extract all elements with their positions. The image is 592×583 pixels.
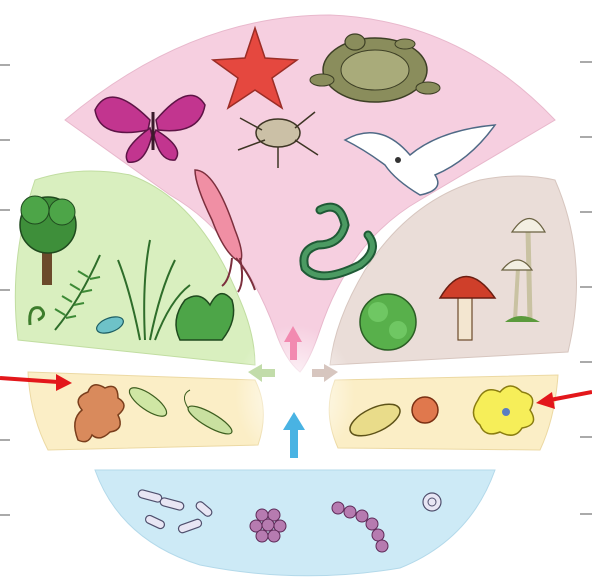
amoeba-icon bbox=[473, 386, 533, 435]
radiolarian-icon bbox=[412, 397, 438, 423]
spiral-bacterium-icon bbox=[423, 493, 441, 511]
left-tick-marks bbox=[0, 65, 10, 515]
algae-icon bbox=[176, 294, 234, 340]
moss-green-icon bbox=[360, 294, 416, 350]
right-tick-marks bbox=[580, 62, 592, 514]
